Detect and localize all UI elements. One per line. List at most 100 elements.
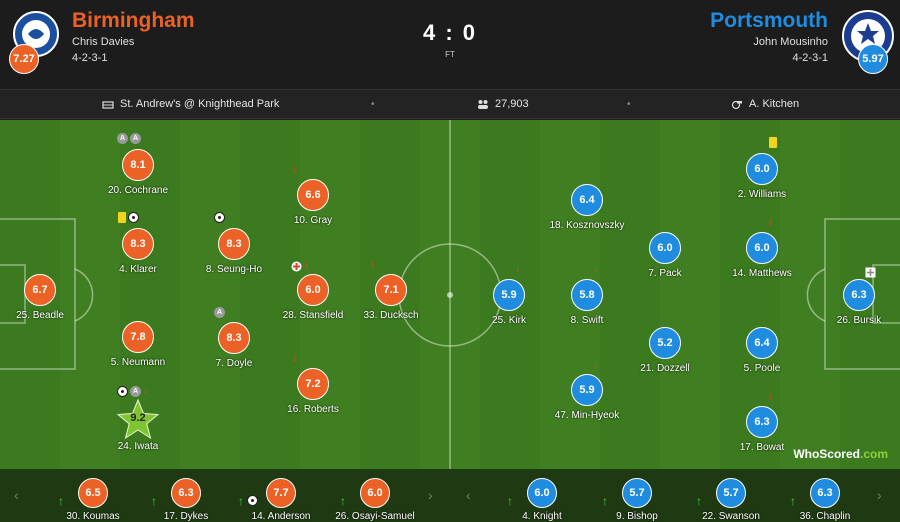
player-card[interactable]: 7.2 16. Roberts (263, 368, 363, 415)
player-rating: 9.2 (130, 412, 146, 424)
assist-icon: A (214, 307, 225, 318)
substitutes-bar: ‹ › ‹ › ↑ 6.5 30. Koumas ↑ 6.3 17. Dykes… (0, 469, 900, 522)
player-rating: 6.5 (78, 478, 108, 508)
player-card[interactable]: 5.9 25. Kirk (459, 279, 559, 326)
player-card[interactable]: 6.0 14. Matthews (712, 232, 812, 279)
player-name: 9. Bishop (616, 511, 658, 522)
player-card[interactable]: 6.3 17. Bowat (712, 406, 812, 453)
player-rating: 8.3 (218, 322, 250, 354)
player-card[interactable]: 7.1 33. Ducksch (341, 274, 441, 321)
player-card[interactable]: 5.9 47. Min-Hyeok (537, 374, 637, 421)
event-icons: ↓ (593, 359, 599, 370)
referee-name: A. Kitchen (749, 98, 800, 110)
player-name: 47. Min-Hyeok (554, 410, 620, 421)
attendance-icon (478, 100, 488, 109)
home-team-name[interactable]: Birmingham (72, 9, 195, 32)
player-card[interactable]: 6.4 18. Kosznovszky (537, 184, 637, 231)
away-team-name[interactable]: Portsmouth (710, 9, 828, 32)
sub-card[interactable]: ↑ 6.0 4. Knight (497, 478, 587, 522)
player-card[interactable]: 8.3 8. Seung-Ho (184, 228, 284, 275)
sub-card[interactable]: ↑ 7.7 14. Anderson (236, 478, 326, 522)
sub-card[interactable]: ↑ 5.7 22. Swanson (686, 478, 776, 522)
player-rating: 6.3 (171, 478, 201, 508)
sub-card[interactable]: ↑ 6.0 26. Osayi-Samuel (330, 478, 420, 522)
sub-out-arrow-icon: ↓ (370, 258, 376, 270)
player-name: 20. Cochrane (107, 185, 169, 196)
match-score: 4 : 0 (422, 20, 478, 45)
player-card[interactable]: 6.0 2. Williams (712, 153, 812, 200)
player-card[interactable]: 5.8 8. Swift (537, 279, 637, 326)
player-name: 2. Williams (737, 189, 787, 200)
player-card[interactable]: 6.0 7. Pack (615, 232, 715, 279)
sub-in-arrow-icon: ↑ (507, 494, 513, 508)
sub-out-arrow-icon: ↓ (515, 263, 521, 275)
event-icons: A (214, 307, 225, 318)
venue-name: St. Andrew's @ Knighthead Park (120, 98, 280, 110)
player-rating: 7.2 (297, 368, 329, 400)
sub-card[interactable]: ↑ 6.3 17. Dykes (141, 478, 231, 522)
player-name: 21. Dozzell (640, 363, 690, 374)
yellow-card-icon (769, 137, 777, 148)
away-coach: John Mousinho (753, 36, 828, 48)
event-icons: ↓ (370, 259, 376, 270)
player-rating: 6.0 (746, 232, 778, 264)
chevron-left-icon[interactable]: ‹ (14, 487, 19, 503)
football-icon (214, 212, 225, 223)
event-icons: ↓ (768, 217, 774, 228)
player-name: 26. Osayi-Samuel (335, 511, 415, 522)
player-rating: 5.9 (493, 279, 525, 311)
away-formation: 4-2-3-1 (792, 52, 828, 64)
venue-info: St. Andrew's @ Knighthead Park (102, 98, 279, 110)
assist-icon: A (130, 133, 141, 144)
event-icons (118, 212, 139, 223)
chevron-right-icon[interactable]: › (428, 487, 433, 503)
home-formation: 4-2-3-1 (72, 52, 108, 64)
player-rating: 7.7 (266, 478, 296, 508)
player-rating: 5.2 (649, 327, 681, 359)
player-name: 4. Knight (522, 511, 562, 522)
football-icon (117, 386, 128, 397)
player-rating: 6.3 (746, 406, 778, 438)
injury-icon (291, 259, 302, 272)
sub-card[interactable]: ↑ 6.3 36. Chaplin (780, 478, 870, 522)
event-icons: ↓ (292, 164, 298, 175)
player-card[interactable]: 6.7 25. Beadle (0, 274, 90, 321)
sub-card[interactable]: ↑ 5.7 9. Bishop (592, 478, 682, 522)
player-card[interactable]: 6.0 28. Stansfield (263, 274, 363, 321)
pitch: 8.1 20. Cochrane A A 8.3 4. Klarer 6.7 2… (0, 120, 900, 469)
player-card-man-of-the-match[interactable]: 9.2 24. Iwata (88, 398, 188, 452)
sub-out-arrow-icon: ↓ (768, 216, 774, 228)
player-rating: 5.7 (716, 478, 746, 508)
chevron-right-icon[interactable]: › (877, 487, 882, 503)
sub-in-arrow-icon: ↑ (238, 494, 244, 508)
player-rating: 6.7 (24, 274, 56, 306)
player-card[interactable]: 6.6 10. Gray (263, 179, 363, 226)
event-icons: A A (117, 133, 141, 144)
player-rating: 8.3 (122, 228, 154, 260)
player-card[interactable]: 7.8 5. Neumann (88, 321, 188, 368)
player-card[interactable]: 8.1 20. Cochrane (88, 149, 188, 196)
player-rating: 5.8 (571, 279, 603, 311)
player-name: 25. Kirk (492, 315, 526, 326)
sub-in-arrow-icon: ↑ (602, 494, 608, 508)
chevron-left-icon[interactable]: ‹ (466, 487, 471, 503)
player-rating: 7.8 (122, 321, 154, 353)
player-name: 17. Dykes (163, 511, 209, 522)
player-rating: 6.0 (649, 232, 681, 264)
football-icon (247, 495, 258, 506)
sub-card[interactable]: ↑ 6.5 30. Koumas (48, 478, 138, 522)
event-icons: ↓ (292, 353, 298, 364)
sub-out-arrow-icon: ↓ (292, 163, 298, 175)
assist-icon: A (117, 133, 128, 144)
referee-info: A. Kitchen (731, 98, 799, 110)
player-name: 24. Iwata (117, 441, 159, 452)
player-name: 5. Neumann (110, 357, 166, 368)
player-card[interactable]: 6.4 5. Poole (712, 327, 812, 374)
player-card[interactable]: 8.3 4. Klarer (88, 228, 188, 275)
player-card[interactable]: 5.2 21. Dozzell (615, 327, 715, 374)
player-name: 28. Stansfield (282, 310, 344, 321)
player-card[interactable]: 8.3 7. Doyle (184, 322, 284, 369)
match-header: 7.27 Birmingham Chris Davies 4-2-3-1 4 :… (0, 0, 900, 89)
home-team-rating: 7.27 (9, 44, 39, 74)
player-card[interactable]: 6.3 26. Bursik (809, 279, 900, 326)
